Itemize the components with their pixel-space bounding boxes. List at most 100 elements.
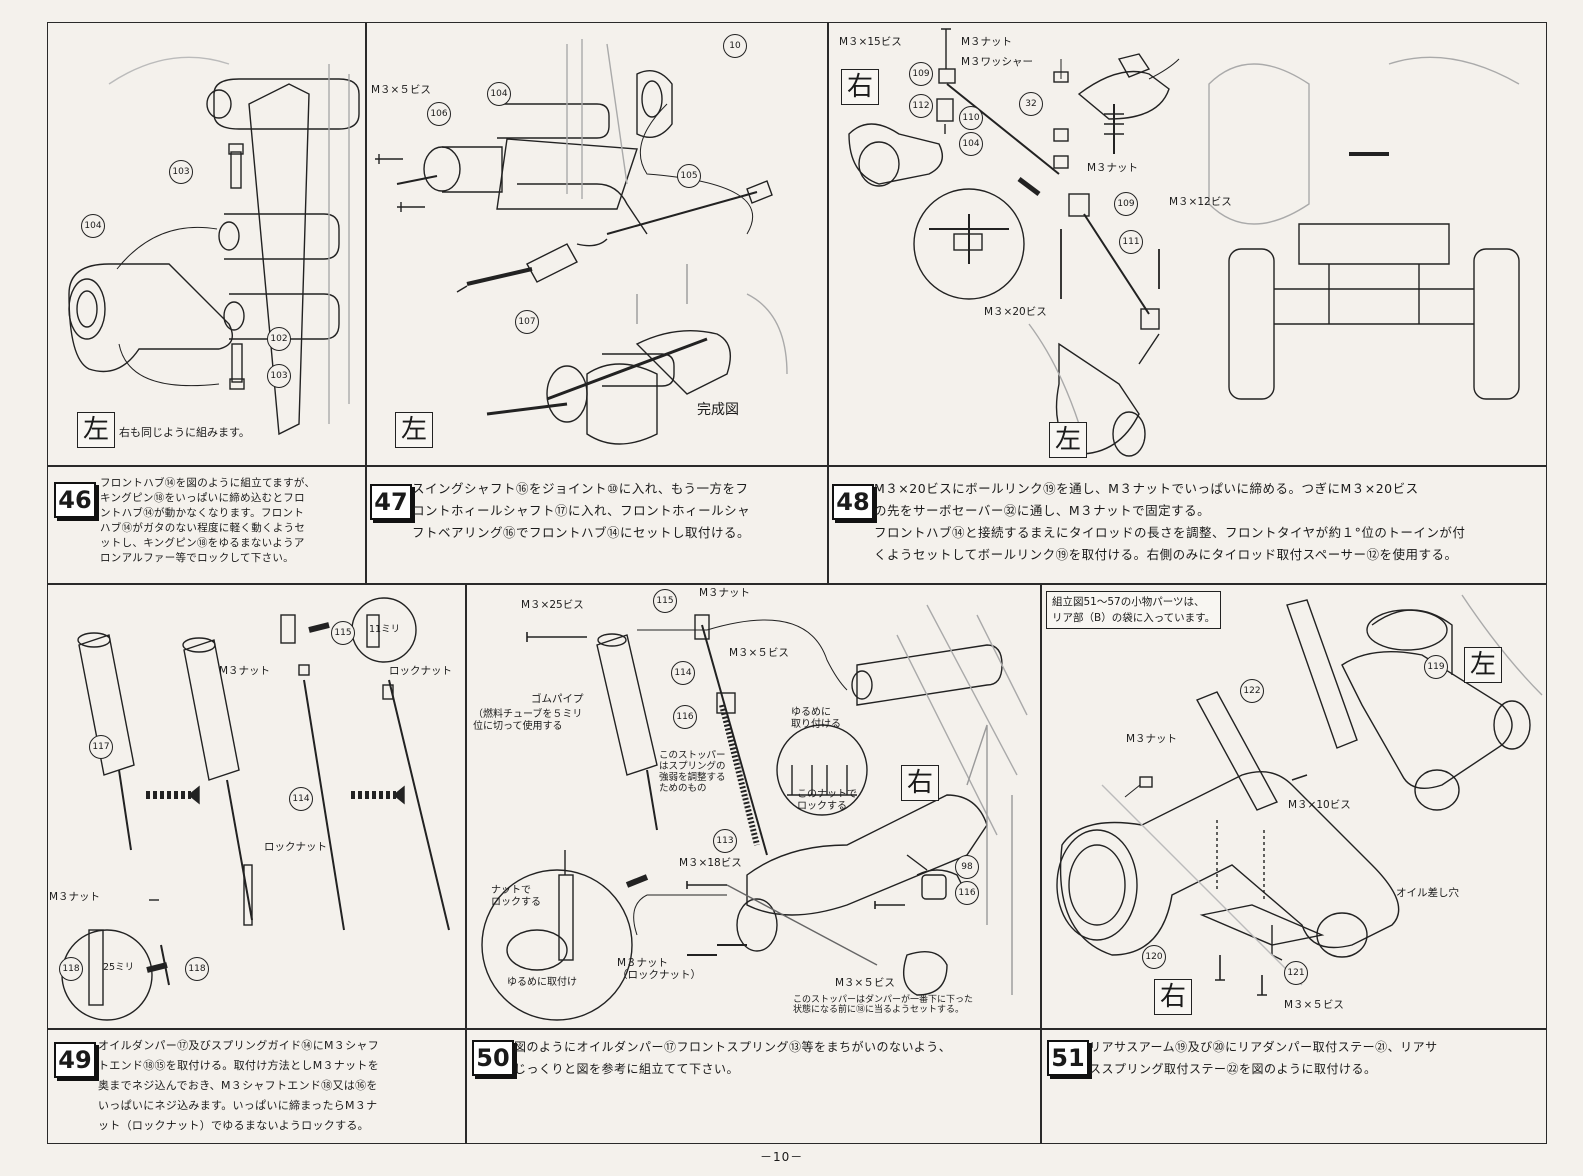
- dimension-label: 25ミリ: [103, 962, 135, 973]
- part-callout: 103: [169, 160, 193, 184]
- part-callout: 121: [1284, 961, 1308, 985]
- nut-label: M３ナット: [49, 891, 101, 903]
- nut-label: M３ナット: [961, 36, 1013, 48]
- part-callout: 104: [81, 214, 105, 238]
- screw-label: M３×20ビス: [984, 306, 1047, 318]
- nut-lock-note: ナットで ロックする: [491, 885, 541, 908]
- part-callout: 113: [713, 829, 737, 853]
- locknut-label: M３ナット （ロックナット）: [617, 957, 701, 982]
- panel-step-50: M３×25ビス M３ナット M３×５ビス ゴムパイプ （燃料チューブを５ミリ 位…: [467, 585, 1039, 1027]
- screw-label: M３×12ビス: [1169, 196, 1232, 208]
- part-callout: 105: [677, 164, 701, 188]
- locknut-label: ロックナット: [264, 841, 327, 853]
- part-callout: 112: [909, 94, 933, 118]
- rubber-pipe-note: （燃料チューブを５ミリ 位に切って使用する: [473, 709, 583, 732]
- screw-label: M３×18ビス: [679, 857, 742, 869]
- part-callout: 119: [1424, 655, 1448, 679]
- diagram-damper-spring: [481, 604, 1028, 1021]
- stopper-note: このストッパー はスプリングの 強弱を調整する ためのもの: [659, 750, 726, 794]
- oil-hole-label: オイル差し穴: [1396, 887, 1459, 899]
- part-callout: 104: [959, 132, 983, 156]
- panel-step-46: 103 104 102 103 左 右も同じように組みます。: [49, 24, 364, 464]
- part-callout: 118: [185, 957, 209, 981]
- screw-label: M３×５ビス: [835, 977, 895, 989]
- divider: [465, 583, 467, 1144]
- loose-attach-note: ゆるめに 取り付ける: [791, 707, 841, 730]
- panel-step-49: M３ナット ロックナット ロックナット M３ナット 11ミリ 25ミリ 115 …: [49, 585, 464, 1027]
- part-callout: 115: [331, 621, 355, 645]
- side-indicator-right: 右: [841, 69, 879, 105]
- rubber-pipe-label: ゴムパイプ: [531, 693, 584, 705]
- step-49: 49 オイルダンパー⑰及びスプリングガイド⑭にM３シャフ トエンド⑱⑮を取付ける…: [52, 1034, 462, 1142]
- step-number: 48: [832, 484, 874, 520]
- screw-label: M３×５ビス: [371, 84, 431, 96]
- step-50: 50 図のようにオイルダンパー⑰フロントスプリング⑬等をまちがいのないよう、 じ…: [470, 1034, 1036, 1142]
- part-callout: 120: [1142, 945, 1166, 969]
- stopper-bottom-note: このストッパーはダンパーが一番下に下った 状態になる前に⑱に当るようセットする。: [793, 995, 974, 1016]
- part-callout: 114: [671, 661, 695, 685]
- side-indicator-right: 右: [1154, 979, 1192, 1015]
- step-instruction: スイングシャフト⑯をジョイント⑩に入れ、もう一方をフ ロントホィールシャフト⑰に…: [412, 481, 751, 540]
- panel-step-47: M３×５ビス 10 104 106 105 107 完成図 左: [367, 24, 826, 464]
- lock-nut-note: このナットで ロックする: [797, 789, 857, 812]
- step-instruction: フロントハブ⑭を図のように組立てますが、 キングピン⑱をいっぱいに締め込むとフロ…: [100, 477, 316, 564]
- completed-diagram-label: 完成図: [697, 402, 739, 418]
- nut-label: M３ナット: [219, 665, 271, 677]
- step-instruction: M３×20ビスにボールリンク⑲を通し、M３ナットでいっぱいに締める。つぎにM３×…: [874, 481, 1466, 562]
- divider: [47, 583, 1547, 585]
- step-number: 46: [54, 482, 96, 518]
- nut-label: M３ナット: [699, 587, 751, 599]
- divider: [365, 22, 367, 583]
- side-indicator-left: 左: [395, 412, 433, 448]
- step-instruction: 図のようにオイルダンパー⑰フロントスプリング⑬等をまちがいのないよう、 じっくり…: [514, 1040, 952, 1076]
- part-callout: 103: [267, 364, 291, 388]
- part-callout: 110: [959, 106, 983, 130]
- screw-label: M３×10ビス: [1288, 799, 1351, 811]
- screw-label: M３×25ビス: [521, 599, 584, 611]
- part-callout: 111: [1119, 230, 1143, 254]
- page-number: －10－: [760, 1150, 804, 1164]
- part-callout: 102: [267, 327, 291, 351]
- divider: [47, 1028, 1547, 1030]
- step-47: 47 スイングシャフト⑯をジョイント⑩に入れ、もう一方をフ ロントホィールシャフ…: [368, 476, 824, 581]
- diagram-rear-suspension-arm: [1056, 594, 1543, 996]
- nut-label: M３ナット: [1087, 162, 1139, 174]
- diagram-oil-damper: [61, 597, 450, 1021]
- part-callout: 98: [955, 855, 979, 879]
- screw-label: M３×15ビス: [839, 36, 902, 48]
- divider: [47, 465, 1547, 467]
- locknut-label: ロックナット: [389, 665, 452, 677]
- part-callout: 104: [487, 82, 511, 106]
- screw-label: M３×５ビス: [1284, 999, 1344, 1011]
- part-callout: 32: [1019, 92, 1043, 116]
- side-indicator-left: 左: [1049, 422, 1087, 458]
- step-number: 50: [472, 1040, 514, 1076]
- part-callout: 116: [673, 705, 697, 729]
- part-callout: 109: [1114, 192, 1138, 216]
- washer-label: M３ワッシャー: [961, 56, 1034, 68]
- step-instruction: リアサスアーム⑲及び⑳にリアダンパー取付ステー㉑、リアサ ススプリング取付ステー…: [1089, 1040, 1438, 1076]
- part-callout: 122: [1240, 679, 1264, 703]
- screw-label: M３×５ビス: [729, 647, 789, 659]
- step-instruction: オイルダンパー⑰及びスプリングガイド⑭にM３シャフ トエンド⑱⑮を取付ける。取付…: [98, 1039, 379, 1132]
- part-callout: 10: [723, 34, 747, 58]
- step-48: 48 M３×20ビスにボールリンク⑲を通し、M３ナットでいっぱいに締める。つぎに…: [830, 476, 1544, 581]
- diagram-front-hub-kingpin: [68, 56, 360, 436]
- part-callout: 109: [909, 62, 933, 86]
- parts-bag-note: 組立図51～57の小物パーツは、 リア部（B）の袋に入っています。: [1046, 591, 1222, 629]
- step-number: 47: [370, 484, 412, 520]
- diagram-swing-shaft: [375, 39, 788, 445]
- diagram-tie-rod: [848, 28, 1520, 457]
- step-51: 51 リアサスアーム⑲及び⑳にリアダンパー取付ステー㉑、リアサ ススプリング取付…: [1045, 1034, 1543, 1142]
- part-callout: 115: [653, 589, 677, 613]
- dimension-label: 11ミリ: [369, 624, 401, 635]
- step-number: 49: [54, 1042, 96, 1078]
- part-callout: 116: [955, 881, 979, 905]
- nut-label: M３ナット: [1126, 733, 1178, 745]
- divider: [1040, 583, 1042, 1144]
- side-indicator-left: 左: [77, 412, 115, 448]
- step-number: 51: [1047, 1040, 1089, 1076]
- part-callout: 106: [427, 102, 451, 126]
- assembly-note: 右も同じように組みます。: [119, 426, 250, 439]
- step-46: 46 フロントハブ⑭を図のように組立てますが、 キングピン⑱をいっぱいに締め込む…: [52, 476, 362, 581]
